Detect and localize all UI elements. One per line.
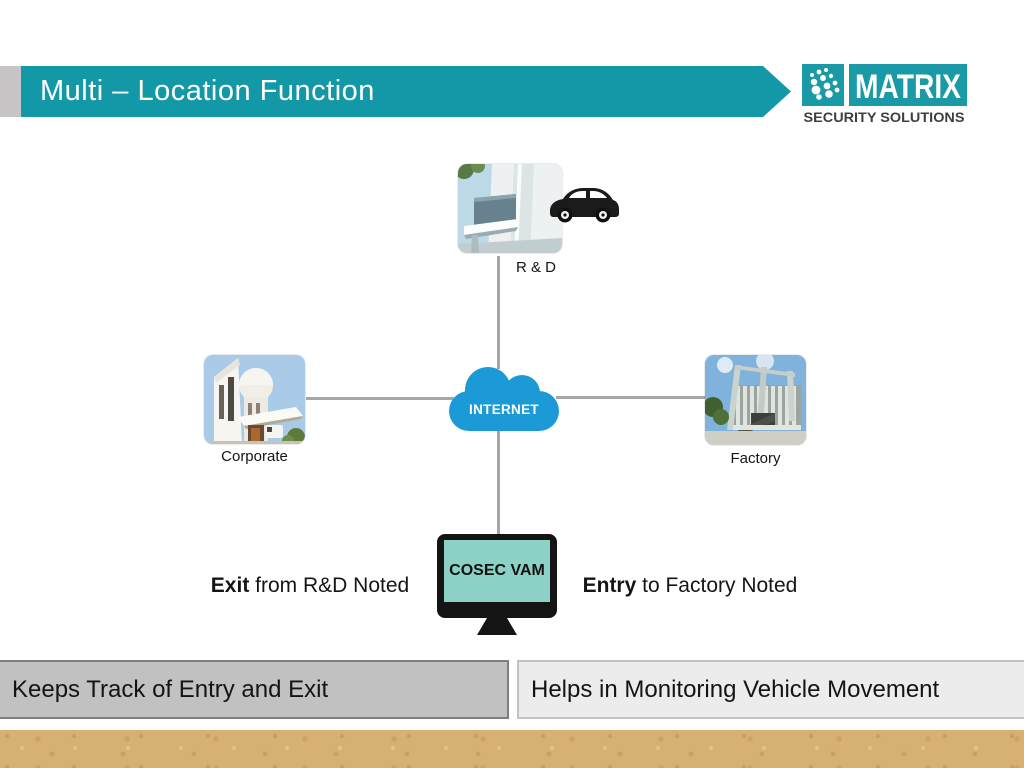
car-svg — [550, 188, 619, 223]
connector-internet-to-factory — [556, 396, 706, 399]
monitor-stand — [477, 618, 517, 635]
footer-left-text: Keeps Track of Entry and Exit — [12, 675, 329, 703]
internet-label: INTERNET — [469, 402, 539, 417]
factory-label: Factory — [730, 450, 781, 467]
matrix-wordmark: MATRIX — [849, 64, 967, 106]
matrix-tagline-text: SECURITY SOLUTIONS — [804, 110, 965, 125]
factory-building-image — [705, 355, 806, 445]
exit-note-lead: Exit — [210, 574, 250, 597]
exit-note: Exit from R&D Noted — [194, 574, 426, 598]
footer-bar-left: Keeps Track of Entry and Exit — [0, 660, 509, 719]
matrix-logo: MATRIX SECURITY SOLUTIONS — [802, 64, 967, 130]
monitor-screen: COSEC VAM — [444, 540, 550, 602]
matrix-tagline: SECURITY SOLUTIONS — [802, 109, 967, 130]
matrix-brand-text: MATRIX — [855, 68, 961, 106]
exit-note-rest: from R&D Noted — [249, 574, 410, 597]
rd-label: R & D — [515, 259, 556, 276]
matrix-dots-icon — [802, 64, 844, 106]
entry-note: Entry to Factory Noted — [574, 574, 806, 598]
connector-corporate-to-internet — [306, 397, 454, 400]
footer-bar-right: Helps in Monitoring Vehicle Movement — [517, 660, 1024, 719]
connector-internet-to-monitor — [497, 430, 500, 535]
cosec-vam-monitor: COSEC VAM — [437, 534, 557, 635]
entry-note-rest: to Factory Noted — [636, 574, 798, 597]
internet-cloud-svg: INTERNET — [449, 367, 559, 431]
corporate-label: Corporate — [221, 448, 288, 465]
title-banner-left-tab — [0, 66, 21, 117]
rd-building-image — [458, 164, 562, 253]
connector-rd-to-internet — [497, 256, 500, 369]
title-banner: Multi – Location Function — [0, 66, 791, 117]
sand-texture-strip — [0, 730, 1024, 768]
entry-note-lead: Entry — [582, 574, 637, 597]
matrix-dots-svg — [810, 68, 840, 100]
matrix-tagline-svg: SECURITY SOLUTIONS — [804, 110, 965, 125]
corporate-building-image — [204, 355, 305, 444]
page-title: Multi – Location Function — [40, 75, 375, 107]
corporate-building-svg — [204, 355, 305, 444]
internet-cloud-icon: INTERNET — [448, 366, 560, 432]
footer-right-text: Helps in Monitoring Vehicle Movement — [531, 675, 940, 703]
factory-building-svg — [705, 355, 806, 445]
rd-building-svg — [458, 164, 562, 253]
matrix-logo-row: MATRIX — [802, 64, 967, 106]
matrix-wordmark-svg: MATRIX — [855, 68, 961, 106]
car-icon — [547, 183, 621, 224]
